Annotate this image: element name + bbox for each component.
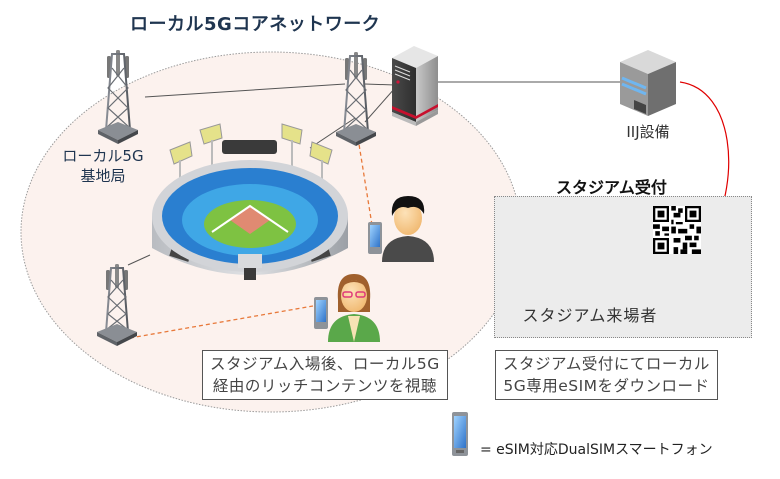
caption-left-line2: 経由のリッチコンテンツを視聴 (212, 377, 437, 395)
cell-tower-icon (98, 50, 138, 144)
smartphone-icon (452, 412, 468, 456)
base-station-label: ローカル5G 基地局 (58, 146, 148, 186)
base-station-label-line1: ローカル5G (62, 147, 144, 165)
server-icon (392, 46, 438, 126)
caption-left-line1: スタジアム入場後、ローカル5G (210, 355, 440, 373)
smartphone-icon (314, 297, 328, 329)
caption-right-line2: 5G専用eSIMをダウンロード (503, 377, 710, 395)
male-user-icon (382, 196, 434, 262)
legend-text: = eSIM対応DualSIMスマートフォン (480, 442, 713, 458)
wireless-links (129, 137, 373, 339)
network-links (127, 81, 620, 266)
iij-equipment-label: IIJ設備 (626, 123, 670, 141)
female-user-icon (328, 274, 380, 342)
smartphone-icon (368, 222, 382, 254)
caption-right-line1: スタジアム受付にてローカル (503, 355, 710, 373)
cell-tower-icon (336, 52, 376, 146)
reception-title: スタジアム受付 (556, 178, 667, 197)
cell-tower-icon (97, 264, 137, 346)
reception-area (494, 196, 752, 338)
stadium-icon (152, 123, 348, 280)
caption-watch-content: スタジアム入場後、ローカル5G 経由のリッチコンテンツを視聴 (202, 350, 448, 400)
core-network-title: ローカル5Gコアネットワーク (130, 14, 381, 35)
qr-code-icon (653, 206, 701, 254)
stadium-visitors-label: スタジアム来場者 (522, 306, 658, 325)
caption-download-esim: スタジアム受付にてローカル 5G専用eSIMをダウンロード (495, 350, 718, 400)
base-station-label-line2: 基地局 (80, 167, 126, 185)
data-center-icon (620, 50, 676, 116)
